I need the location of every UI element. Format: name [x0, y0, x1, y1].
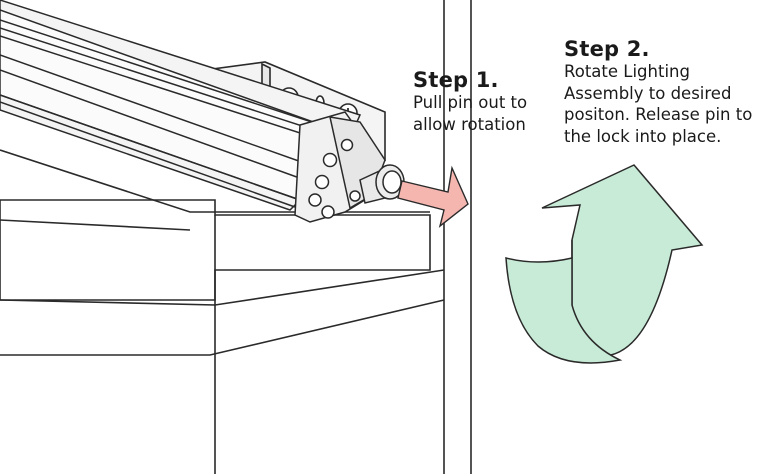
step-2-title: Step 2. [564, 37, 650, 61]
step-1-callout: Step 1. Pull pin out to allow rotation [413, 68, 553, 135]
release-pin [359, 164, 405, 204]
pull-direction-arrow [397, 165, 469, 228]
step-2-instructions: Rotate Lighting Assembly to desired posi… [564, 62, 753, 146]
cabinet-block [0, 149, 445, 474]
step-1-title: Step 1. [413, 68, 499, 92]
step-1-instructions: Pull pin out to allow rotation [413, 93, 528, 134]
step-2-callout: Step 2. Rotate Lighting Assembly to desi… [564, 37, 774, 147]
rotation-arrow [505, 164, 704, 364]
wall-panel [443, 0, 472, 474]
